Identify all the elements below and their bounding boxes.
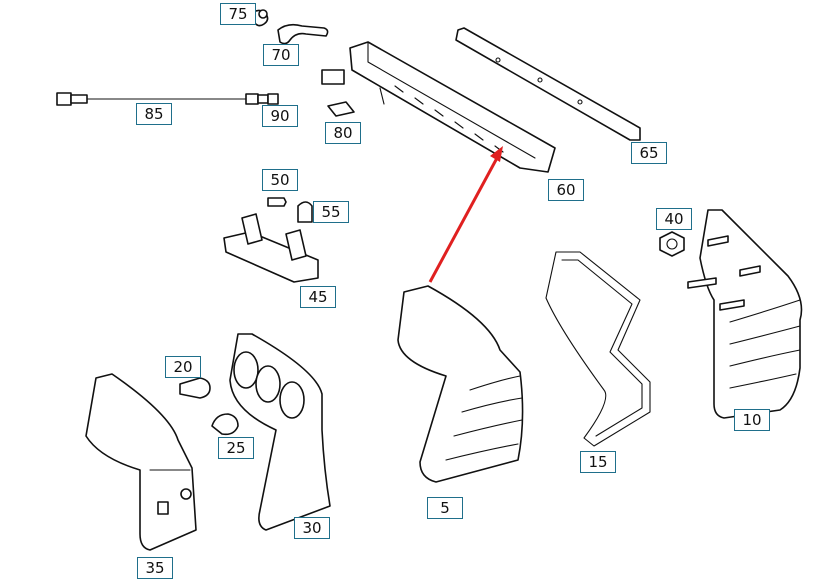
callout-40: 40 <box>656 208 692 230</box>
part-20-bulb <box>179 377 211 399</box>
callout-80: 80 <box>325 122 361 144</box>
callout-85: 85 <box>136 103 172 125</box>
callout-60: 60 <box>548 179 584 201</box>
part-50-bulb <box>267 197 287 207</box>
callout-20: 20 <box>165 356 201 378</box>
part-55-socket <box>297 201 313 223</box>
part-80-clip <box>327 101 355 117</box>
part-40-nut <box>659 231 685 257</box>
part-65-seal-strip <box>455 27 641 141</box>
part-10-lamp-housing <box>687 209 803 419</box>
part-90-connector <box>267 93 279 105</box>
callout-50: 50 <box>262 169 298 191</box>
part-45-bulb-holder <box>223 213 319 283</box>
callout-35: 35 <box>137 557 173 579</box>
callout-5: 5 <box>427 497 463 519</box>
part-70-bracket <box>277 23 329 45</box>
part-30-reflector <box>229 333 331 531</box>
part-25-bulb <box>211 413 239 436</box>
part-75-clip <box>253 9 269 27</box>
part-35-lamp-unit <box>85 373 197 551</box>
callout-15: 15 <box>580 451 616 473</box>
callout-90: 90 <box>262 105 298 127</box>
part-5-lens <box>397 285 524 483</box>
callout-70: 70 <box>263 44 299 66</box>
part-85-wire-harness <box>56 92 269 106</box>
callout-65: 65 <box>631 142 667 164</box>
callout-30: 30 <box>294 517 330 539</box>
callout-10: 10 <box>734 409 770 431</box>
callout-arrow <box>428 146 503 283</box>
part-60-lamp-carrier <box>321 41 556 173</box>
callout-75: 75 <box>220 3 256 25</box>
callout-25: 25 <box>218 437 254 459</box>
part-15-gasket <box>545 251 651 447</box>
callout-55: 55 <box>313 201 349 223</box>
callout-45: 45 <box>300 286 336 308</box>
